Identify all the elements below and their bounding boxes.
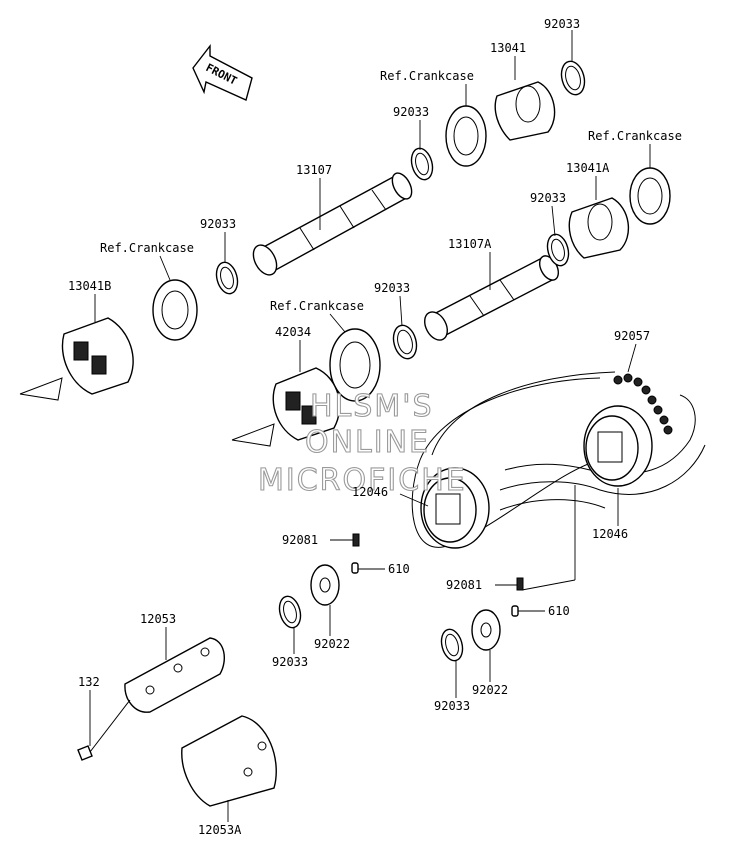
washer-92022-icon (471, 609, 501, 651)
bearing-center (329, 328, 381, 402)
label-92033: 92033 (434, 699, 470, 713)
spring-92081-icon (352, 533, 360, 547)
watermark: HLSM'S ONLINE MICROFICHE (257, 388, 467, 498)
chain-guide-12053a (181, 715, 277, 807)
label-92033: 92033 (544, 17, 580, 31)
leader-lines (89, 30, 651, 822)
bearing-left (152, 279, 198, 341)
shaft-13107 (252, 172, 413, 276)
front-arrow-icon: FRONT (192, 43, 253, 101)
label-12053a: 12053A (198, 823, 242, 837)
label-92033: 92033 (200, 217, 236, 231)
starter-42034 (231, 367, 341, 447)
label-132: 132 (78, 675, 100, 689)
cam-13041 (494, 81, 556, 141)
label-12053: 12053 (140, 612, 176, 626)
part-labels: 92033 13041 Ref.Crankcase 92033 Ref.Cran… (68, 17, 682, 837)
bearing-right (629, 167, 671, 225)
label-ref-crankcase: Ref.Crankcase (100, 241, 194, 255)
pin-610-icon (511, 605, 519, 617)
label-92033: 92033 (272, 655, 308, 669)
label-92033: 92033 (374, 281, 410, 295)
cam-13041b (19, 317, 134, 401)
washer-92022-icon (310, 564, 340, 606)
label-92033: 92033 (393, 105, 429, 119)
label-ref-crankcase: Ref.Crankcase (270, 299, 364, 313)
label-ref-crankcase: Ref.Crankcase (380, 69, 474, 83)
label-12046: 12046 (592, 527, 628, 541)
circlip-92033-icon (546, 233, 570, 267)
circlip-92033-icon (440, 628, 464, 662)
label-13107: 13107 (296, 163, 332, 177)
bolt-132-icon (77, 699, 131, 761)
chain-links-icon (613, 373, 673, 435)
label-92022: 92022 (314, 637, 350, 651)
label-13107a: 13107A (448, 237, 492, 251)
cam-13041a (568, 197, 630, 259)
label-42034: 42034 (275, 325, 311, 339)
label-13041a: 13041A (566, 161, 610, 175)
label-92022: 92022 (472, 683, 508, 697)
label-13041b: 13041B (68, 279, 111, 293)
bearing-upper (445, 105, 487, 167)
watermark-line-1: HLSM'S (310, 389, 434, 424)
label-610: 610 (388, 562, 410, 576)
circlip-92033-icon (215, 261, 239, 295)
shaft-13107a (424, 255, 560, 341)
watermark-line-2: ONLINE (305, 425, 430, 460)
label-12046: 12046 (352, 485, 388, 499)
pin-610-icon (351, 562, 359, 574)
watermark-line-3: MICROFICHE (258, 463, 467, 498)
label-92057: 92057 (614, 329, 650, 343)
spring-92081-icon (516, 577, 524, 591)
sprocket-12046-left (420, 467, 490, 549)
sprocket-12046-right (583, 405, 653, 487)
label-ref-crankcase: Ref.Crankcase (588, 129, 682, 143)
circlip-92033-icon (410, 147, 434, 181)
circlip-92033-icon (278, 595, 302, 629)
circlip-92033-icon (560, 60, 586, 96)
chain-guide-12053 (124, 637, 226, 713)
label-92081: 92081 (282, 533, 318, 547)
label-92081: 92081 (446, 578, 482, 592)
label-13041: 13041 (490, 41, 526, 55)
circlip-92033-icon (392, 324, 418, 360)
label-610: 610 (548, 604, 570, 618)
label-92033: 92033 (530, 191, 566, 205)
